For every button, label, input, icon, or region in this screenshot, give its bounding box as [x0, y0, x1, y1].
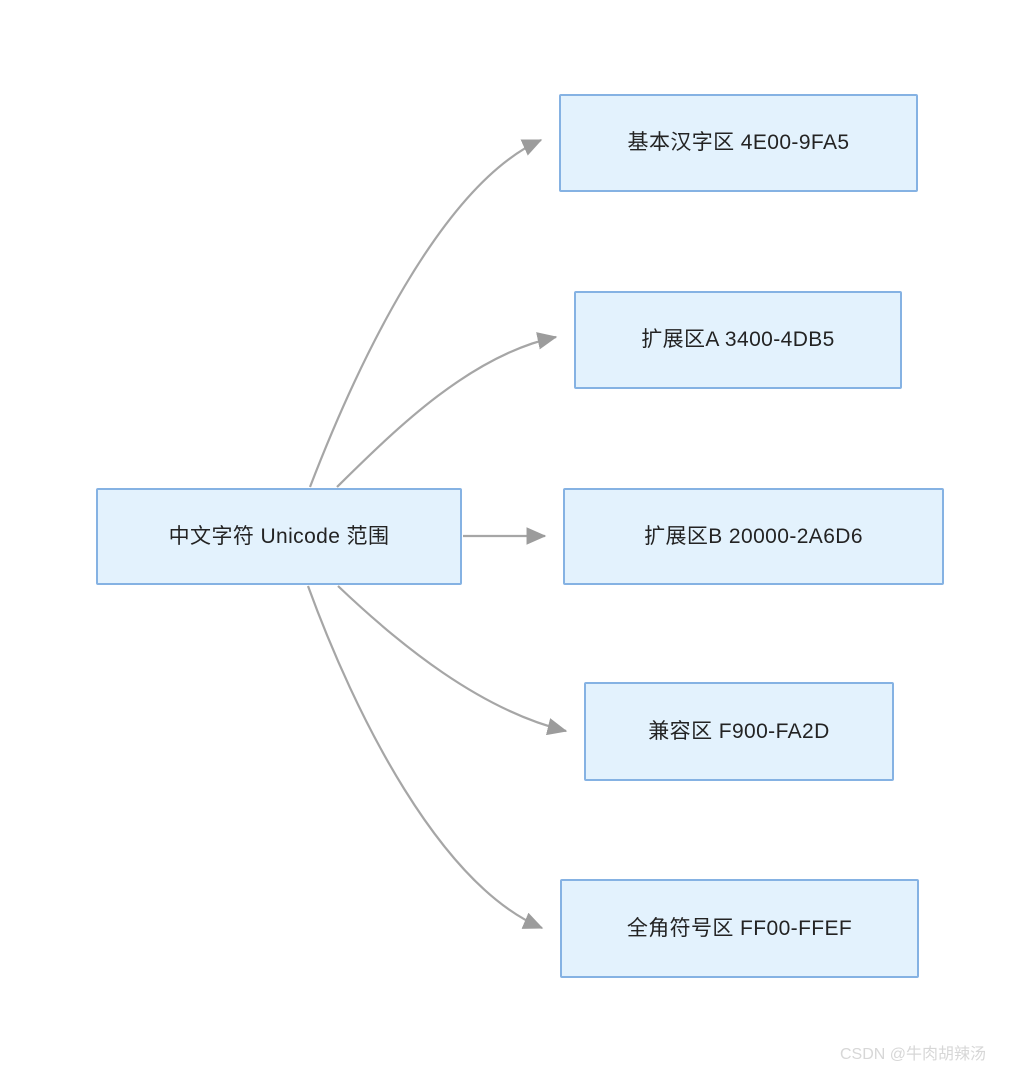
- edge-root-to-child-3: [337, 585, 568, 736]
- node-root[interactable]: 中文字符 Unicode 范围: [96, 488, 462, 585]
- node-ext-a-label: 扩展区A 3400-4DB5: [641, 328, 835, 352]
- edge-root-to-child-1: [336, 332, 558, 488]
- node-basic-cjk[interactable]: 基本汉字区 4E00-9FA5: [559, 94, 918, 192]
- node-root-label: 中文字符 Unicode 范围: [168, 524, 390, 548]
- edge-root-to-child-0: [308, 138, 543, 488]
- node-ext-a[interactable]: 扩展区A 3400-4DB5: [574, 291, 902, 389]
- node-ext-b-label: 扩展区B 20000-2A6D6: [644, 524, 863, 548]
- node-compatibility-label: 兼容区 F900-FA2D: [648, 719, 830, 743]
- edge-root-to-child-4: [306, 585, 544, 930]
- watermark: CSDN @牛肉胡辣汤: [840, 1046, 987, 1063]
- node-fullwidth-forms-label: 全角符号区 FF00-FFEF: [626, 916, 853, 940]
- node-basic-cjk-label: 基本汉字区 4E00-9FA5: [627, 131, 850, 155]
- node-compatibility[interactable]: 兼容区 F900-FA2D: [584, 682, 894, 781]
- node-fullwidth-forms[interactable]: 全角符号区 FF00-FFEF: [560, 879, 919, 978]
- node-ext-b[interactable]: 扩展区B 20000-2A6D6: [563, 488, 944, 585]
